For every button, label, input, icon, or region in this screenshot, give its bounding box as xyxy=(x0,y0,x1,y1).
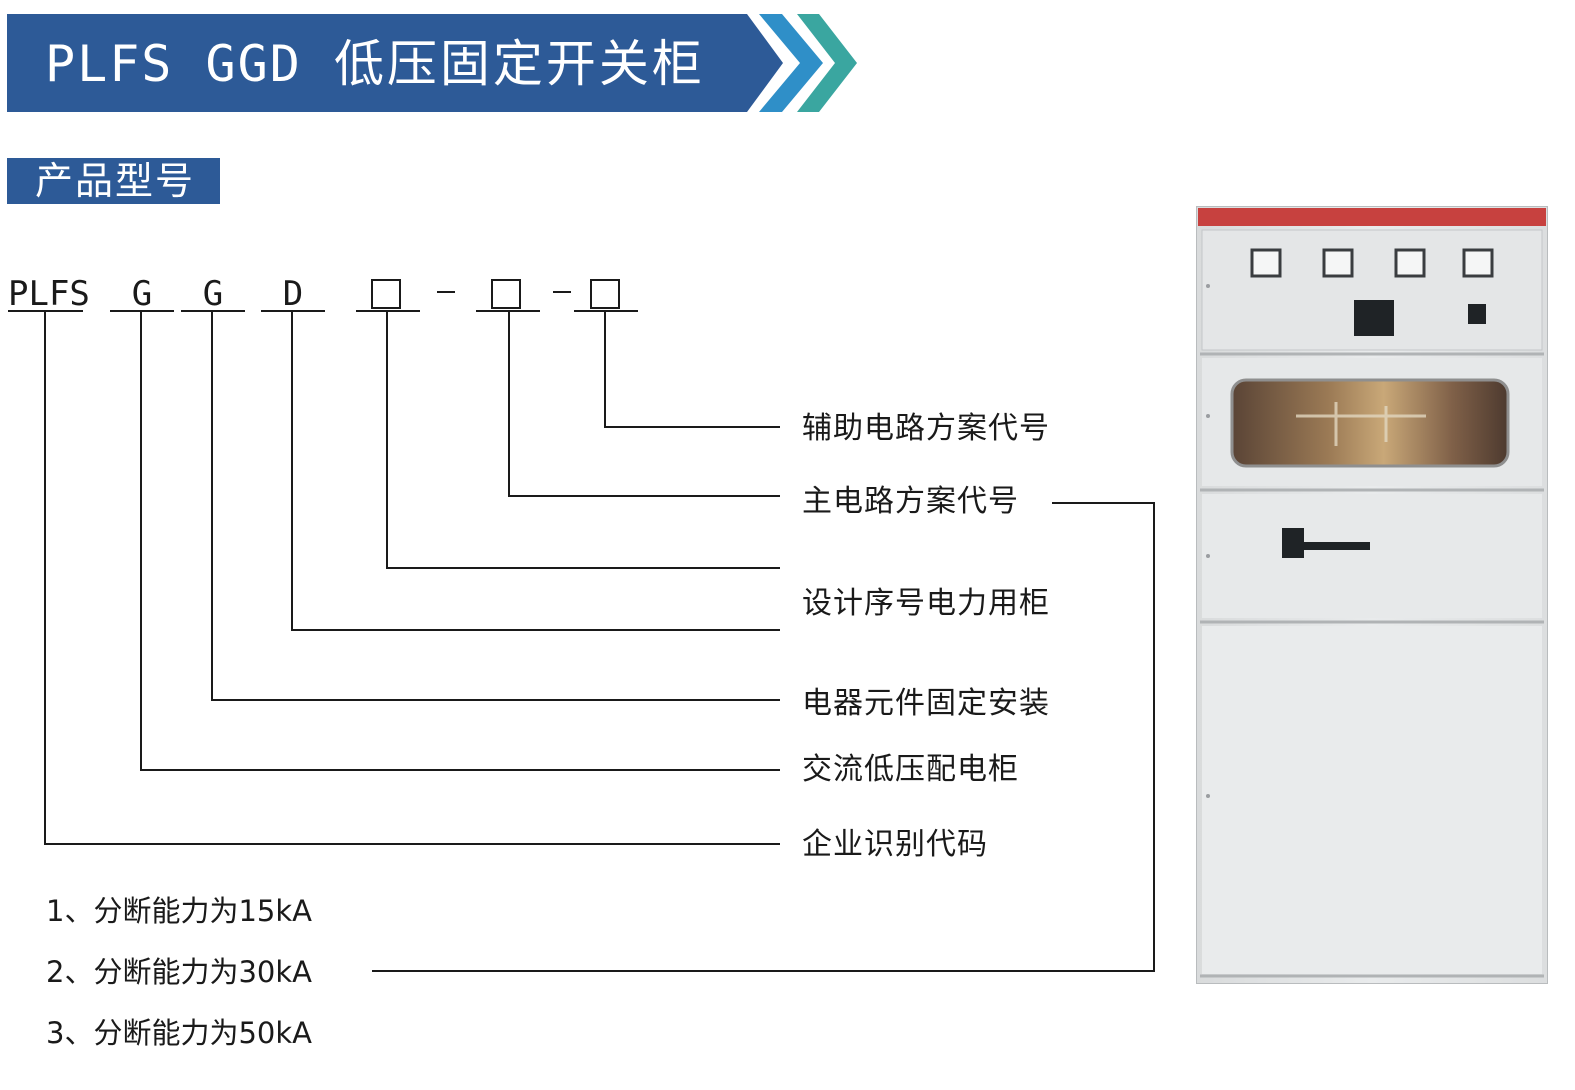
code-segment-g2: G xyxy=(202,274,224,314)
code-blank-main-circuit xyxy=(491,279,521,309)
label-enterprise-code: 企业识别代码 xyxy=(802,827,988,862)
cabinet-photo xyxy=(1195,205,1549,985)
title-banner: PLFS GGD 低压固定开关柜 xyxy=(7,14,857,112)
leader-design-number xyxy=(386,311,780,569)
page-title: PLFS GGD 低压固定开关柜 xyxy=(45,36,705,92)
label-ac-low-voltage: 交流低压配电柜 xyxy=(802,752,1019,787)
note-30ka: 2、分断能力为30kA xyxy=(46,955,312,989)
section-tag: 产品型号 xyxy=(7,158,220,204)
code-blank-design-number xyxy=(371,279,401,309)
leader-main-circuit xyxy=(508,311,780,497)
leader-plfs xyxy=(44,311,780,845)
note-15ka: 1、分断能力为15kA xyxy=(46,894,312,928)
note-50ka: 3、分断能力为50kA xyxy=(46,1016,312,1050)
label-fixed-install: 电器元件固定安装 xyxy=(802,686,1050,721)
label-aux-circuit: 辅助电路方案代号 xyxy=(802,411,1050,446)
code-segment-plfs: PLFS xyxy=(8,274,90,314)
code-segment-d: D xyxy=(282,274,304,314)
code-blank-aux-circuit xyxy=(590,279,620,309)
code-segment-g1: G xyxy=(131,274,153,314)
leader-d xyxy=(291,311,780,631)
title-code: PLFS GGD xyxy=(45,35,302,93)
label-main-circuit: 主电路方案代号 xyxy=(802,484,1019,519)
label-design-number: 设计序号电力用柜 xyxy=(802,586,1050,621)
leader-main-circuit-notes xyxy=(372,502,1155,972)
code-dash-2 xyxy=(553,291,571,293)
leader-g2 xyxy=(211,311,780,701)
section-title: 产品型号 xyxy=(35,159,196,203)
banner-background xyxy=(7,14,857,112)
title-cn: 低压固定开关柜 xyxy=(333,35,705,93)
leader-aux-circuit xyxy=(604,311,780,428)
code-dash-1 xyxy=(437,291,455,293)
leader-g1 xyxy=(140,311,780,771)
cabinet-illustration xyxy=(1195,205,1549,985)
